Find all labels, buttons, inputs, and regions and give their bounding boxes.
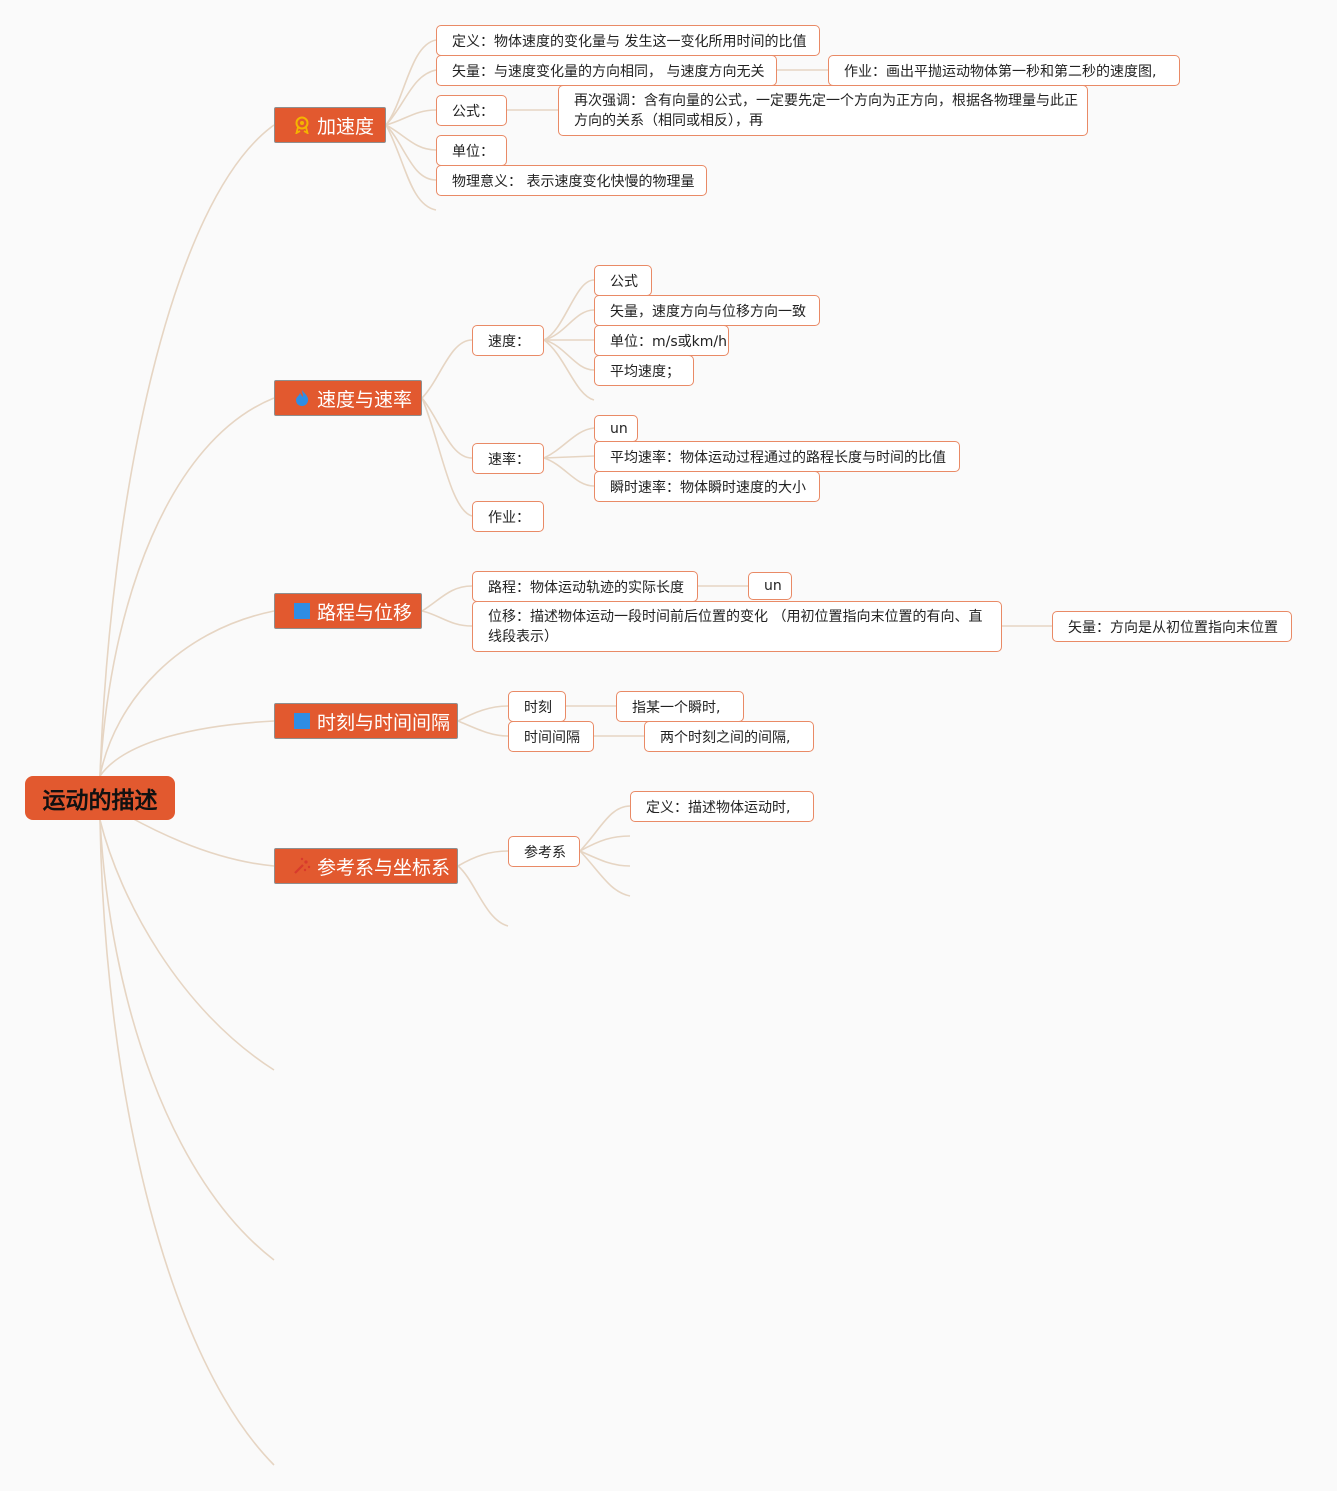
node-text: 单位： (452, 143, 494, 160)
displacement-vector-node[interactable]: 矢量：方向是从初位置指向末位置 (1052, 611, 1292, 642)
node-text: 矢量：方向是从初位置指向末位置 (1068, 619, 1278, 636)
node-text: 定义：物体速度的变化量与 发生这一变化所用时间的比值 (452, 33, 807, 50)
accel-definition-node[interactable]: 定义：物体速度的变化量与 发生这一变化所用时间的比值 (436, 25, 820, 56)
topic-label: 速度与速率 (317, 388, 413, 411)
node-text: 物理意义： 表示速度变化快慢的物理量 (452, 173, 695, 190)
distance-node[interactable]: 路程：物体运动轨迹的实际长度 (472, 571, 698, 602)
topic-label: 时刻与时间间隔 (317, 711, 451, 734)
node-text: 路程：物体运动轨迹的实际长度 (488, 579, 684, 596)
topic-label: 加速度 (317, 115, 375, 138)
node-text: 公式： (452, 103, 494, 120)
node-text: 再次强调：含有向量的公式，一定要先定一个方向为正方向，根据各物理量与此正方向的关… (574, 93, 1078, 129)
node-text: 两个时刻之间的间隔, (660, 729, 791, 746)
rate-average-node[interactable]: 平均速率：物体运动过程通过的路程长度与时间的比值 (594, 441, 960, 472)
rate-instant-node[interactable]: 瞬时速率：物体瞬时速度的大小 (594, 471, 820, 502)
sparkle-icon (293, 857, 311, 875)
flame-icon (293, 389, 311, 407)
accel-homework-node[interactable]: 作业：画出平抛运动物体第一秒和第二秒的速度图, (828, 55, 1180, 86)
topic-path-displacement[interactable]: 路程与位移 (274, 593, 422, 629)
root-topic[interactable]: 运动的描述 (25, 776, 175, 820)
topic-time[interactable]: 时刻与时间间隔 (274, 703, 458, 739)
accel-formula-node[interactable]: 公式： (436, 95, 507, 126)
interval-desc-node[interactable]: 两个时刻之间的间隔, (644, 721, 814, 752)
moment-desc-node[interactable]: 指某一个瞬时, (616, 691, 744, 722)
node-text: 平均速率：物体运动过程通过的路程长度与时间的比值 (610, 449, 946, 466)
node-text: 定义：描述物体运动时, (646, 799, 791, 816)
topic-label: 参考系与坐标系 (317, 856, 451, 879)
node-text: 公式 (610, 273, 638, 290)
accel-formula-note-node[interactable]: 再次强调：含有向量的公式，一定要先定一个方向为正方向，根据各物理量与此正方向的关… (558, 85, 1088, 136)
displacement-node[interactable]: 位移：描述物体运动一段时间前后位置的变化 （用初位置指向末位置的有向、直线段表示… (472, 601, 1002, 652)
accel-unit-node[interactable]: 单位： (436, 135, 507, 166)
velocity-node[interactable]: 速度： (472, 325, 544, 356)
rate-un-node[interactable]: un (594, 415, 638, 442)
node-text: 作业： (488, 509, 530, 526)
topic-acceleration[interactable]: 加速度 (274, 107, 386, 143)
accel-vector-node[interactable]: 矢量：与速度变化量的方向相同， 与速度方向无关 (436, 55, 777, 86)
node-text: 参考系 (524, 844, 566, 861)
velocity-vector-node[interactable]: 矢量，速度方向与位移方向一致 (594, 295, 820, 326)
velocity-formula-node[interactable]: 公式 (594, 265, 652, 296)
node-text: 作业：画出平抛运动物体第一秒和第二秒的速度图, (844, 63, 1157, 80)
square-icon (293, 602, 311, 620)
accel-meaning-node[interactable]: 物理意义： 表示速度变化快慢的物理量 (436, 165, 707, 196)
topic-reference-frame[interactable]: 参考系与坐标系 (274, 848, 458, 884)
interval-node[interactable]: 时间间隔 (508, 721, 594, 752)
node-text: 速度： (488, 333, 530, 350)
node-text: 矢量，速度方向与位移方向一致 (610, 303, 806, 320)
reference-def-node[interactable]: 定义：描述物体运动时, (630, 791, 814, 822)
node-text: un (764, 578, 782, 594)
node-text: 瞬时速率：物体瞬时速度的大小 (610, 479, 806, 496)
node-text: un (610, 420, 628, 437)
reference-node[interactable]: 参考系 (508, 836, 580, 867)
node-text: 矢量：与速度变化量的方向相同， 与速度方向无关 (452, 63, 765, 80)
node-text: 时刻 (524, 699, 552, 716)
velocity-unit-node[interactable]: 单位：m/s或km/h (594, 325, 729, 356)
node-text: 位移：描述物体运动一段时间前后位置的变化 （用初位置指向末位置的有向、直线段表示… (488, 609, 983, 645)
node-text: 速率： (488, 451, 530, 468)
speed-homework-node[interactable]: 作业： (472, 501, 544, 532)
moment-node[interactable]: 时刻 (508, 691, 566, 722)
node-text: 单位：m/s或km/h (610, 333, 727, 350)
rate-node[interactable]: 速率： (472, 443, 544, 474)
node-text: 平均速度； (610, 363, 680, 380)
distance-un-node[interactable]: un (748, 572, 792, 600)
node-text: 指某一个瞬时, (632, 699, 721, 716)
node-text: 时间间隔 (524, 729, 580, 746)
award-icon (293, 116, 311, 135)
topic-speed[interactable]: 速度与速率 (274, 380, 422, 416)
topic-label: 路程与位移 (317, 601, 413, 624)
square-icon (293, 712, 311, 730)
velocity-average-node[interactable]: 平均速度； (594, 355, 694, 386)
root-label: 运动的描述 (42, 788, 158, 814)
